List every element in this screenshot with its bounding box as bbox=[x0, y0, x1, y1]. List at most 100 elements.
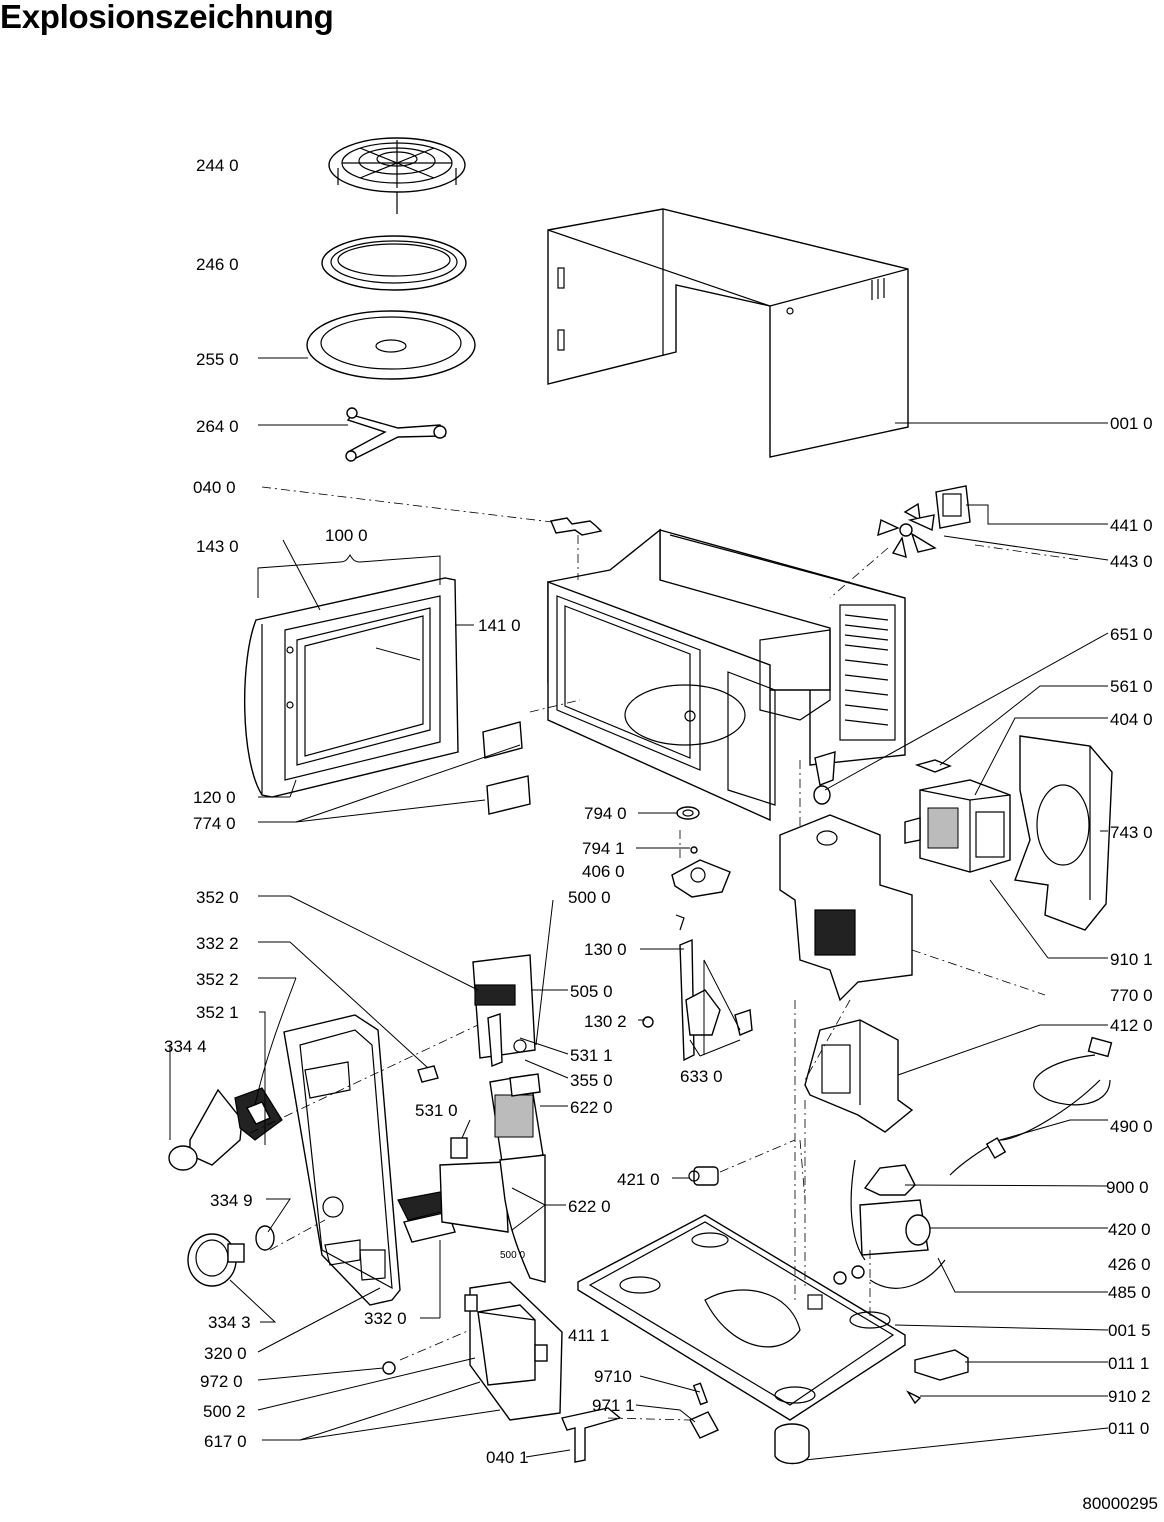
part-turntable-ring bbox=[321, 235, 467, 291]
callout-040-0: 040 0 bbox=[193, 478, 236, 497]
part-knob bbox=[187, 1225, 275, 1287]
callout-130-2: 130 2 bbox=[584, 1012, 627, 1031]
callout-441-0: 441 0 bbox=[1110, 516, 1153, 535]
part-door bbox=[244, 577, 459, 798]
part-door-button bbox=[168, 1087, 283, 1171]
callout-334-3: 334 3 bbox=[208, 1313, 251, 1332]
callout-332-2: 332 2 bbox=[196, 934, 239, 953]
part-pin bbox=[692, 1382, 709, 1406]
callout-651-0: 651 0 bbox=[1110, 625, 1153, 644]
callout-910-1: 910 1 bbox=[1110, 950, 1153, 969]
part-bracket-top bbox=[550, 517, 603, 536]
callout-633-0: 633 0 bbox=[680, 1067, 723, 1086]
part-clip bbox=[914, 759, 952, 773]
callout-labels: 244 0 246 0 255 0 264 0 040 0 143 0 100 … bbox=[164, 156, 1153, 1467]
callout-794-0: 794 0 bbox=[584, 804, 627, 823]
part-transformer bbox=[804, 1019, 914, 1133]
page-title: Explosionszeichnung bbox=[0, 0, 334, 35]
callout-420-0: 420 0 bbox=[1108, 1220, 1151, 1239]
part-roller-support bbox=[345, 407, 447, 462]
callout-622-0-a: 622 0 bbox=[570, 1098, 613, 1117]
callout-406-0: 406 0 bbox=[582, 862, 625, 881]
part-glass-plate bbox=[306, 310, 476, 380]
part-turntable-motor bbox=[671, 806, 731, 898]
part-grill-rack bbox=[328, 137, 466, 214]
callout-011-0: 011 0 bbox=[1108, 1419, 1149, 1438]
callout-334-9: 334 9 bbox=[210, 1191, 253, 1210]
part-screw bbox=[906, 1390, 922, 1405]
callout-910-2: 910 2 bbox=[1108, 1387, 1151, 1406]
part-outer-casing bbox=[547, 208, 909, 458]
callout-040-1: 040 1 bbox=[486, 1448, 529, 1467]
callout-412-0: 412 0 bbox=[1110, 1016, 1153, 1035]
callout-500-0: 500 0 bbox=[568, 888, 611, 907]
part-cap bbox=[382, 1361, 396, 1375]
leader-lines bbox=[169, 357, 1109, 1461]
callout-531-0: 531 0 bbox=[415, 1101, 458, 1120]
part-control-panel bbox=[283, 1014, 401, 1306]
callout-500-0-small: 500 0 bbox=[500, 1250, 525, 1261]
callout-411-1: 411 1 bbox=[568, 1326, 609, 1345]
part-thermal-switch bbox=[689, 1411, 719, 1439]
part-bracket-bottom bbox=[561, 1407, 622, 1463]
callout-011-1: 011 1 bbox=[1108, 1354, 1149, 1373]
callout-255-0: 255 0 bbox=[196, 350, 239, 369]
callout-485-0: 485 0 bbox=[1108, 1283, 1151, 1302]
callout-352-2: 352 2 bbox=[196, 970, 239, 989]
part-fan bbox=[877, 485, 971, 559]
part-bracket-housing bbox=[779, 814, 913, 1002]
callout-500-2: 500 2 bbox=[203, 1402, 246, 1421]
callout-320-0: 320 0 bbox=[204, 1344, 247, 1363]
callout-426-0: 426 0 bbox=[1108, 1255, 1151, 1274]
callout-421-0: 421 0 bbox=[617, 1170, 660, 1189]
callout-617-0: 617 0 bbox=[204, 1432, 247, 1451]
part-air-guide bbox=[1014, 735, 1113, 931]
part-door-switches bbox=[642, 914, 753, 1062]
part-cover-lower bbox=[486, 775, 531, 815]
callout-246-0: 246 0 bbox=[196, 255, 239, 274]
callout-352-1: 352 1 bbox=[196, 1003, 239, 1022]
part-foot bbox=[774, 1423, 810, 1465]
part-power-pcb bbox=[464, 1281, 563, 1421]
callout-774-0: 774 0 bbox=[193, 814, 236, 833]
callout-264-0: 264 0 bbox=[196, 417, 239, 436]
part-oven-cavity bbox=[547, 528, 906, 822]
callout-531-1: 531 1 bbox=[570, 1046, 613, 1065]
part-keypad-membrane bbox=[439, 1073, 546, 1283]
callout-141-0: 141 0 bbox=[478, 616, 521, 635]
callout-130-0: 130 0 bbox=[584, 940, 627, 959]
callout-490-0: 490 0 bbox=[1110, 1117, 1153, 1136]
callout-244-0: 244 0 bbox=[196, 156, 239, 175]
part-lamp bbox=[813, 751, 836, 805]
callout-443-0: 443 0 bbox=[1110, 552, 1153, 571]
callout-743-0: 743 0 bbox=[1110, 823, 1153, 842]
callout-143-0: 143 0 bbox=[196, 537, 239, 556]
callout-770-0: 770 0 bbox=[1110, 986, 1153, 1005]
callout-334-4: 334 4 bbox=[164, 1037, 207, 1056]
document-number: 80000295 bbox=[1082, 1494, 1158, 1513]
callout-9710: 9710 bbox=[594, 1367, 632, 1386]
callout-100-0: 100 0 bbox=[325, 526, 368, 545]
callout-404-0: 404 0 bbox=[1110, 710, 1153, 729]
callout-120-0: 120 0 bbox=[193, 788, 236, 807]
part-base-plate bbox=[577, 1214, 906, 1421]
assembly-paths bbox=[249, 486, 1081, 1421]
callout-355-0: 355 0 bbox=[570, 1071, 613, 1090]
part-cover-upper bbox=[482, 721, 523, 759]
callout-001-0: 001 0 bbox=[1110, 414, 1153, 433]
part-control-pcb bbox=[472, 954, 536, 1068]
callout-001-5: 001 5 bbox=[1108, 1321, 1151, 1340]
part-magnetron bbox=[904, 779, 1011, 873]
callout-505-0: 505 0 bbox=[570, 982, 613, 1001]
callout-972-0: 972 0 bbox=[200, 1372, 243, 1391]
part-fuse bbox=[688, 1166, 719, 1186]
part-foot-clip bbox=[914, 1349, 969, 1381]
part-capacitor-assembly bbox=[833, 1159, 946, 1289]
part-power-cord bbox=[949, 1036, 1113, 1176]
callout-794-1: 794 1 bbox=[582, 839, 625, 858]
callout-332-0: 332 0 bbox=[364, 1309, 407, 1328]
callout-561-0: 561 0 bbox=[1110, 677, 1153, 696]
callout-971-1: 971 1 bbox=[592, 1396, 635, 1415]
